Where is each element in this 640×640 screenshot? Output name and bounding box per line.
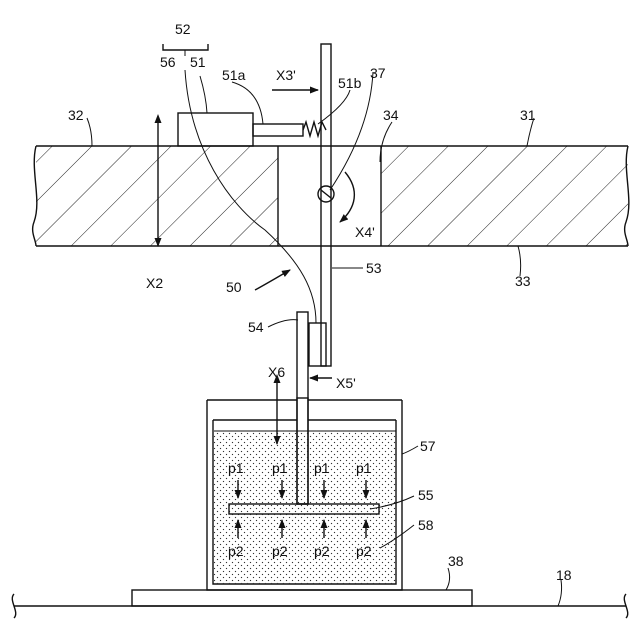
label-p2-2: p2 [272, 543, 288, 559]
label-57: 57 [420, 438, 436, 454]
label-x6: X6 [268, 364, 285, 380]
label-51: 51 [190, 54, 206, 70]
actuator-box-51 [178, 113, 253, 146]
slab-left [36, 146, 278, 246]
label-37: 37 [370, 65, 386, 81]
label-p1-2: p1 [272, 460, 288, 476]
label-32: 32 [68, 107, 84, 123]
label-52: 52 [175, 21, 191, 37]
label-33: 33 [515, 273, 531, 289]
fluid-58 [214, 431, 396, 584]
label-x5: X5' [336, 375, 356, 391]
label-p2-4: p2 [356, 543, 372, 559]
rod-51a [253, 124, 303, 136]
label-x3: X3' [276, 67, 296, 83]
arrow-x4 [340, 172, 354, 222]
label-50: 50 [226, 279, 242, 295]
label-53: 53 [366, 260, 382, 276]
arrow-50 [255, 270, 290, 290]
base-38 [132, 590, 472, 606]
slab-right [381, 146, 628, 246]
rod-53 [321, 44, 331, 366]
label-54: 54 [248, 319, 264, 335]
label-x2: X2 [146, 275, 163, 291]
contact-54 [309, 323, 326, 366]
label-p2-3: p2 [314, 543, 330, 559]
bracket-52 [163, 44, 208, 50]
label-p1-1: p1 [228, 460, 244, 476]
pivot-37-slash [321, 190, 331, 198]
label-51a: 51a [222, 67, 246, 83]
label-p1-3: p1 [314, 460, 330, 476]
label-18: 18 [556, 567, 572, 583]
label-55: 55 [418, 487, 434, 503]
label-31: 31 [520, 107, 536, 123]
label-58: 58 [418, 517, 434, 533]
label-38: 38 [448, 553, 464, 569]
label-p1-4: p1 [356, 460, 372, 476]
label-p2-1: p2 [228, 543, 244, 559]
label-34: 34 [383, 107, 399, 123]
spring-51b [303, 122, 326, 136]
label-56: 56 [160, 54, 176, 70]
label-51b: 51b [338, 75, 362, 91]
label-x4: X4' [355, 224, 375, 240]
